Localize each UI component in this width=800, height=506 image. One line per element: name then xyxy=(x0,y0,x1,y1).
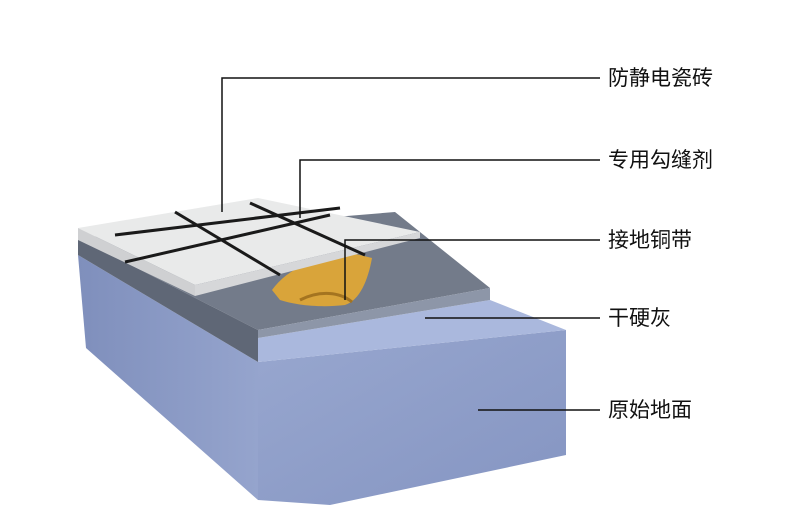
tile-layer-top xyxy=(78,198,420,285)
subfloor-top-face xyxy=(258,300,566,362)
grout-lines xyxy=(114,201,366,277)
subfloor-front-face xyxy=(258,330,566,505)
mortar-step xyxy=(258,288,490,338)
leader-lines xyxy=(221,77,600,411)
copper-strip-shadow xyxy=(299,292,353,304)
copper-strip xyxy=(272,254,372,307)
subfloor-left-face xyxy=(78,255,258,500)
mortar-layer-side xyxy=(78,238,258,362)
label-grout: 专用勾缝剂 xyxy=(608,148,713,172)
tile-layer-side xyxy=(78,228,195,296)
label-copper-strip: 接地铜带 xyxy=(608,228,692,252)
label-subfloor: 原始地面 xyxy=(608,398,692,422)
label-tile: 防静电瓷砖 xyxy=(608,66,713,90)
label-mortar: 干硬灰 xyxy=(608,306,671,330)
tile-layer-side-right xyxy=(195,232,420,296)
